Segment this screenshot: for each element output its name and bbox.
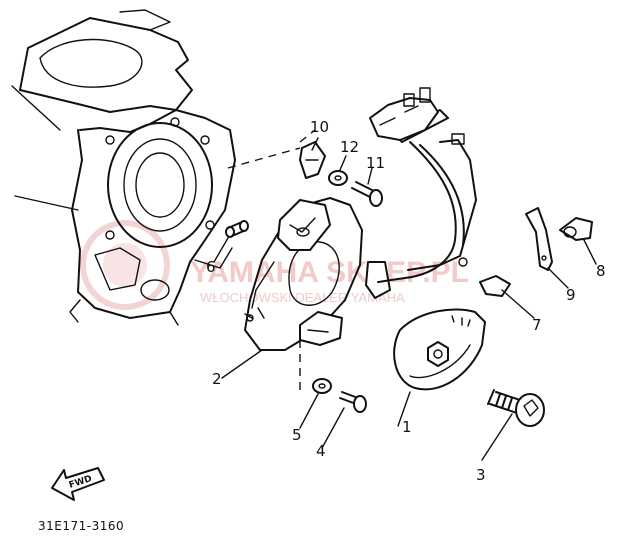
callout-8: 8	[596, 262, 606, 280]
callout-7: 7	[532, 316, 542, 334]
bracket-part9	[525, 207, 553, 271]
callout-1: 1	[402, 418, 412, 436]
dowel-pin-part6	[225, 220, 249, 238]
bolt-part3	[487, 389, 545, 427]
rotor-plate-part1	[393, 308, 486, 391]
callout-numbers: 1 2 3 4 5 6 7 8 9 10 12 11	[206, 118, 606, 484]
alignment-line-top	[227, 147, 301, 169]
callout-9: 9	[566, 286, 576, 304]
screw-part11	[351, 181, 383, 207]
callout-10: 10	[310, 118, 329, 136]
alignment-line-plate	[299, 129, 316, 143]
wire-harness	[369, 87, 477, 283]
watermark-main-text: YAMAHA SKLEP.PL	[190, 256, 469, 289]
fwd-arrow-icon: FWD	[51, 467, 105, 501]
screw-part4	[339, 391, 367, 413]
base-plate-assembly-part2	[244, 197, 391, 351]
callout-6: 6	[206, 258, 216, 276]
clamp-part10	[299, 141, 326, 179]
washer-part5	[312, 378, 332, 394]
washer-part12	[328, 170, 348, 186]
callout-3: 3	[476, 466, 486, 484]
callout-5: 5	[292, 426, 302, 444]
callout-2: 2	[212, 370, 222, 388]
callout-4: 4	[316, 442, 326, 460]
callout-11-12: 12	[340, 138, 359, 156]
diagram-part-code: 31E171-3160	[38, 519, 124, 533]
clamp-part8	[559, 217, 593, 241]
engine-crankcase	[11, 9, 236, 326]
callout-11: 11	[366, 154, 385, 172]
leader-lines	[213, 137, 597, 461]
